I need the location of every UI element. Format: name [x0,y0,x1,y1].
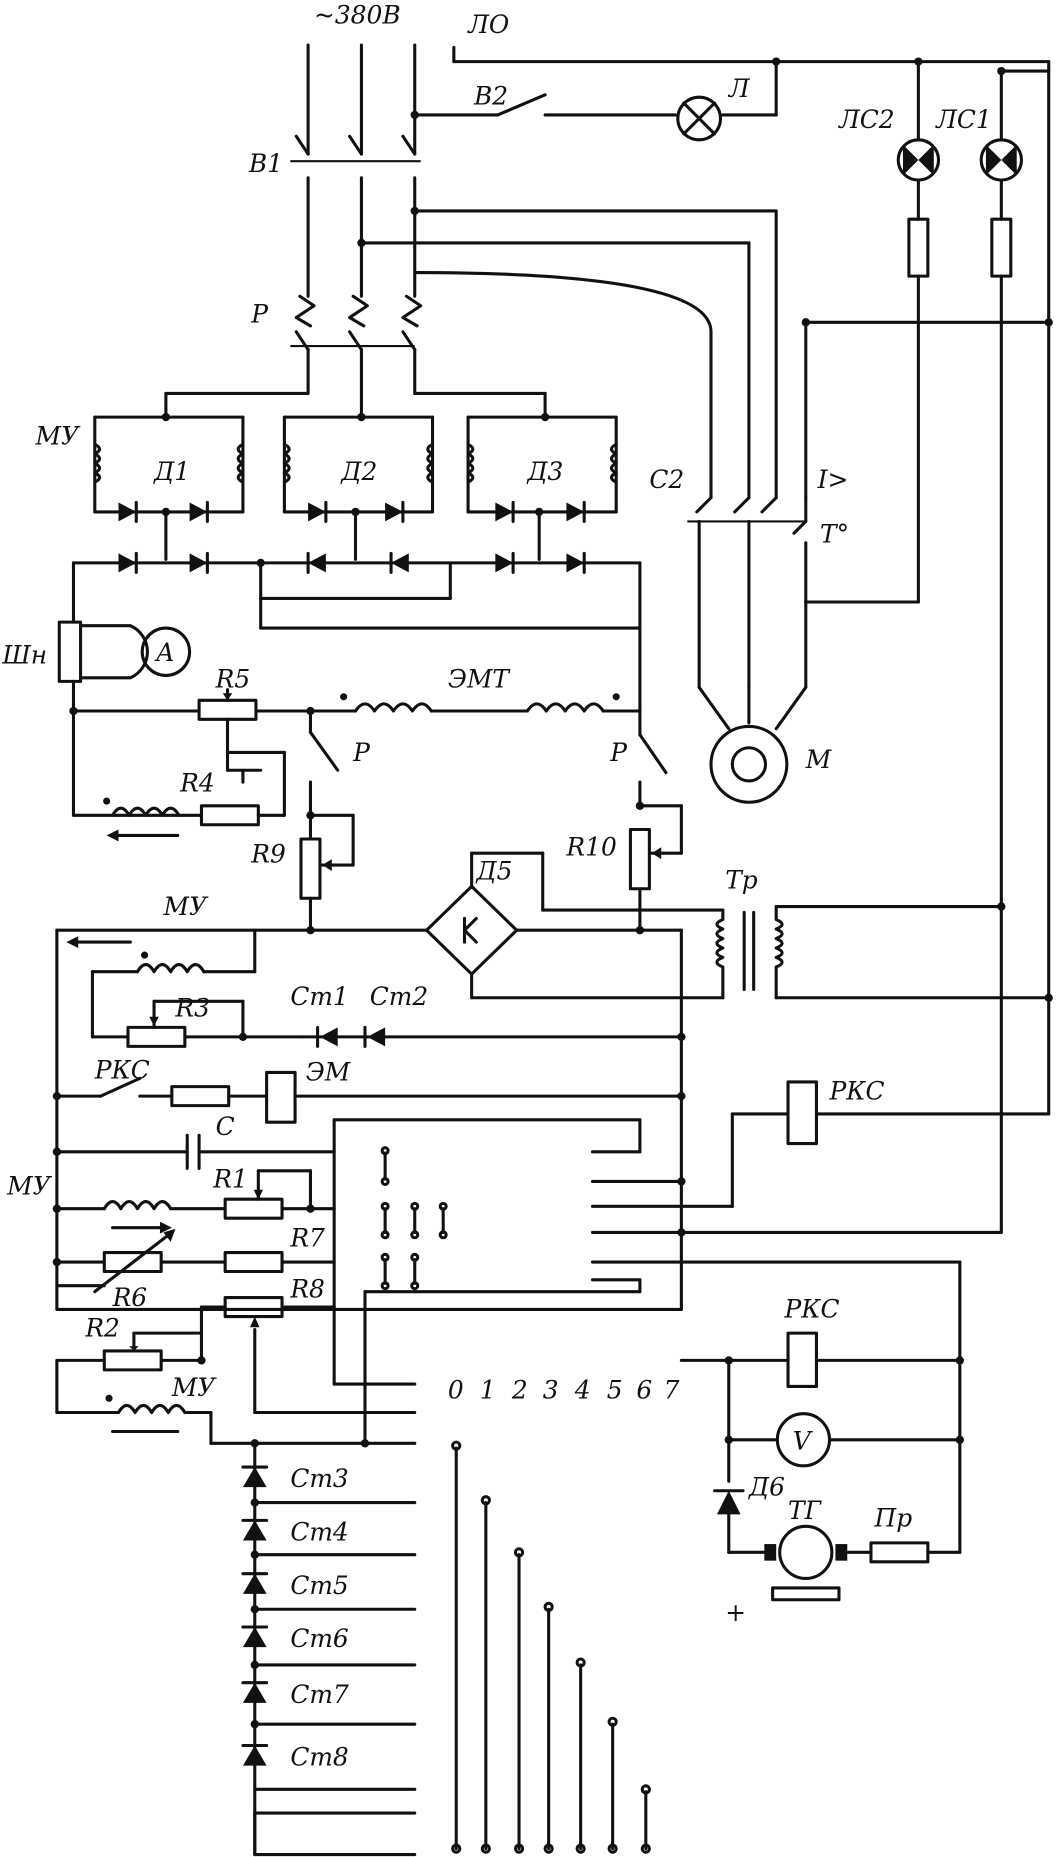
switch-position-labels: 0 1 2 3 4 5 6 7 [448,1375,680,1404]
zener-chain [241,1465,417,1791]
d1-block [93,415,245,561]
d5-bridge [425,884,519,976]
switch-position: 3 [543,1375,559,1404]
switch-position: 6 [636,1375,652,1404]
transformer-icon [715,904,784,1000]
r3-label: R3 [174,994,210,1023]
d6-diode [713,1489,745,1515]
switch-position: 5 [607,1375,623,1404]
st1-label: Ст1 [290,982,348,1011]
i-gt-label: I> [817,465,849,494]
st8-label: Ст8 [290,1743,348,1772]
ammeter-label: A [154,638,174,667]
r10-label: R10 [565,833,617,862]
d2-label: Д2 [340,457,377,486]
lamp-icon [676,95,723,142]
motor-icon [709,724,789,804]
r8-label: R8 [289,1275,325,1304]
d2-block [282,415,435,561]
lc2-label: ЛС2 [837,105,895,134]
tr-label: Тр [725,866,758,895]
switch-position: 1 [480,1375,496,1404]
rks3-label: РКС [783,1295,839,1324]
supply-lines [306,43,1051,156]
d5-label: Д5 [475,856,512,885]
t-deg-label: Т° [820,520,849,549]
v2-label: В2 [473,81,508,110]
d6-label: Д6 [748,1472,785,1501]
motor-label: М [805,745,832,774]
mu-left-label: МУ [6,1171,52,1200]
tg-label: ТГ [788,1496,823,1525]
r1-label: R1 [212,1164,248,1193]
rks1-label: РКС [94,1055,150,1084]
st7-label: Ст7 [290,1680,349,1709]
switch-position: 2 [511,1375,528,1404]
r6-label: R6 [112,1283,148,1312]
switch-contacts [380,1146,448,1291]
d3-label: Д3 [526,457,563,486]
rks2-label: РКС [829,1077,885,1106]
r2-label: R2 [84,1314,120,1343]
lc2-lamp-icon [896,138,941,182]
switch-position: 7 [664,1375,680,1404]
mu-top-label: МУ [35,421,81,450]
st4-label: Ст4 [290,1517,348,1546]
st6-label: Ст6 [290,1624,348,1653]
st3-label: Ст3 [290,1464,348,1493]
tachogenerator-icon [764,1524,848,1602]
emt-label: ЭМТ [448,664,512,693]
mu-bottom-label: МУ [171,1373,217,1402]
lc1-label: ЛС1 [934,105,992,134]
d1-label: Д1 [153,457,190,486]
r9-label: R9 [250,840,286,869]
r7-label: R7 [289,1224,325,1253]
mu-mid-label: МУ [163,892,209,921]
st5-label: Ст5 [290,1571,348,1600]
em-label: ЭМ [306,1058,351,1087]
shunt [57,620,83,683]
c2-label: С2 [649,465,684,494]
switch-position: 4 [574,1375,591,1404]
shunt-label: Шн [1,641,47,670]
r-mid-label: Р [352,738,371,767]
voltmeter-label: V [793,1426,814,1455]
switch-position: 0 [448,1375,464,1404]
lc1-lamp-icon [979,138,1024,182]
selector-bars [451,1440,651,1854]
lo-label: ЛО [466,10,509,39]
plus-label: + [725,1598,746,1627]
d3-block [466,415,618,561]
r5-label: R5 [215,664,251,693]
c-label: С [216,1112,235,1141]
lamp-label: Л [727,74,751,103]
r-label: Р [250,299,269,328]
pr-label: Пр [874,1503,913,1532]
ammeter-icon [140,626,192,677]
st2-label: Ст2 [370,982,428,1011]
supply-label: ~380В [314,1,401,30]
v1-label: В1 [248,149,283,178]
r4-label: R4 [179,769,215,798]
r-right-label: Р [609,738,628,767]
